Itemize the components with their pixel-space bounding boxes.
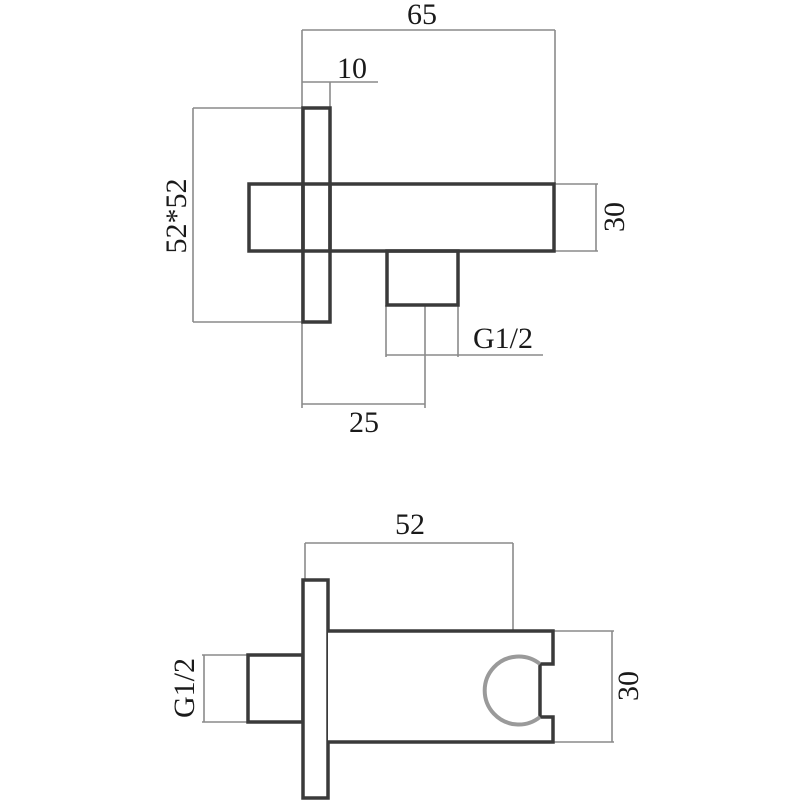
side-view: 52 G1/2 30 — [168, 508, 645, 800]
dim-label-52: 52 — [395, 508, 425, 541]
dim-label-g12-top: G1/2 — [473, 322, 533, 355]
dim-label-52x52: 52*52 — [160, 179, 193, 254]
dim-label-30-side: 30 — [612, 671, 645, 701]
side-flange-plate — [301, 578, 330, 800]
top-view-dimensions — [192, 29, 598, 408]
side-thread-nipple — [246, 653, 305, 724]
outlet-nipple — [385, 249, 460, 307]
dim-label-10: 10 — [337, 52, 367, 85]
flange-plate — [301, 106, 332, 324]
side-view-dimensions — [202, 542, 614, 743]
top-view: 65 10 52*52 30 G1/2 25 — [160, 0, 631, 439]
dim-label-g12-side: G1/2 — [168, 658, 201, 718]
dim-label-30-top: 30 — [598, 202, 631, 232]
dim-label-25: 25 — [349, 406, 379, 439]
hand-shower-hook-icon — [482, 654, 542, 727]
body-bar — [247, 182, 556, 253]
dim-label-65: 65 — [407, 0, 437, 31]
